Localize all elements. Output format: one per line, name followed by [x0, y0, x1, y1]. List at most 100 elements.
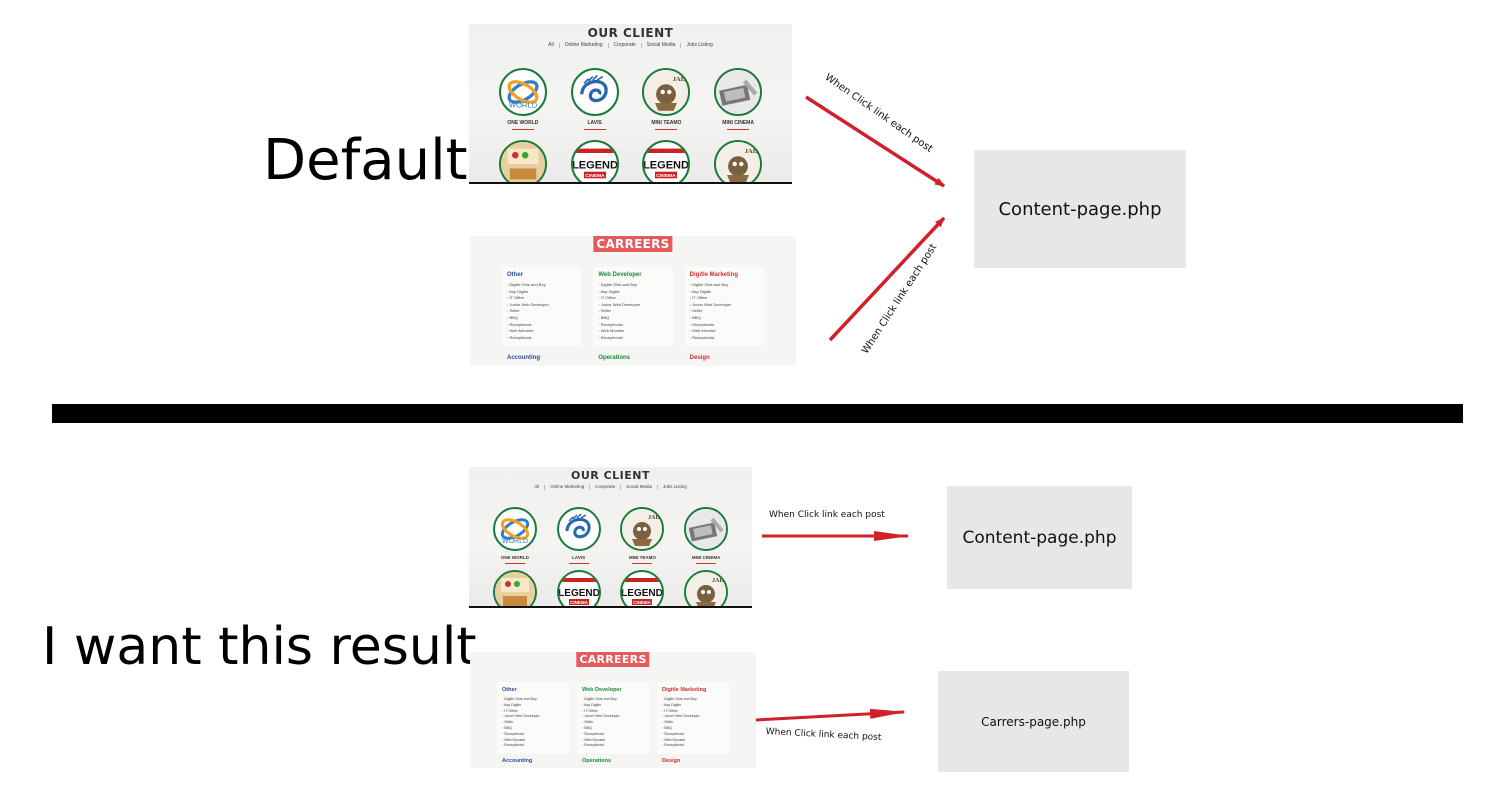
careers-post-link[interactable]: Asp Digitle [582, 703, 644, 709]
client-filter-link[interactable]: Social Media [620, 484, 657, 490]
careers-post-link[interactable]: BBQ [662, 726, 724, 732]
careers-post-link[interactable]: Seller [582, 720, 644, 726]
careers-post-link[interactable]: Junior Web Developer [662, 714, 724, 720]
careers-post-link[interactable]: IT Office [502, 709, 564, 715]
careers-post-link[interactable]: Junior Web Developer [502, 714, 564, 720]
careers-column: OtherDigitle Girls and BoyAsp DigitleIT … [497, 682, 569, 755]
careers-post-link[interactable]: Receptionist [582, 732, 644, 738]
careers-post-link[interactable]: Digitle Girls and Boy [598, 282, 667, 289]
careers-post-link[interactable]: Web Monster [582, 738, 644, 744]
careers-post-link[interactable]: Web Monster [598, 328, 667, 335]
careers-post-link[interactable]: Receptionist [690, 322, 759, 329]
careers-post-link[interactable]: IT Office [507, 295, 576, 302]
careers-post-link[interactable]: Digitle Girls and Boy [662, 697, 724, 703]
svg-text:CINEMA: CINEMA [657, 173, 677, 179]
client-post-link[interactable]: JAIKO [674, 570, 738, 606]
careers-post-link[interactable]: Receptionist [690, 335, 759, 342]
careers-post-link[interactable]: Receptionist [598, 322, 667, 329]
careers-post-link[interactable]: Web Monster [507, 328, 576, 335]
careers-post-link[interactable]: Receptionist [502, 732, 564, 738]
careers-post-link[interactable]: Receptionist [507, 335, 576, 342]
careers-post-link[interactable]: Receptionist [598, 335, 667, 342]
client-filter-link[interactable]: Online Marketing [558, 43, 608, 48]
client-filter-link[interactable]: Corporate [607, 43, 641, 48]
careers-column-heading: Digitle Marketing [689, 272, 738, 278]
jaiko-logo-icon: JAIKO [684, 570, 729, 606]
svg-text:WORLD: WORLD [509, 100, 538, 109]
careers-post-link[interactable]: BBQ [507, 315, 576, 322]
svg-text:JAIKO: JAIKO [712, 578, 726, 584]
careers-post-link[interactable]: Seller [502, 720, 564, 726]
svg-text:LEGEND: LEGEND [644, 159, 688, 171]
client-filter-link[interactable]: Social Media [640, 43, 681, 48]
careers-post-link[interactable]: Receptionist [582, 743, 644, 749]
careers-post-link[interactable]: BBQ [582, 726, 644, 732]
client-underline [655, 129, 678, 130]
arrow-careers-to-careers-result [755, 708, 906, 722]
careers-post-link[interactable]: Asp Digitle [502, 703, 564, 709]
careers-post-link[interactable]: Seller [598, 308, 667, 315]
client-post-link[interactable]: LAVIS [559, 68, 631, 130]
careers-post-link[interactable]: Receptionist [662, 732, 724, 738]
careers-post-link[interactable]: Junior Web Developer [690, 302, 759, 309]
client-filter-link[interactable]: Online Marketing [544, 484, 589, 490]
careers-post-link[interactable]: Web Monster [502, 738, 564, 744]
client-post-link[interactable]: MINI CINEMA [674, 507, 738, 564]
client-filter-link[interactable]: All [534, 484, 540, 489]
client-post-link[interactable]: WORLD ONE WORLD [483, 507, 547, 564]
client-post-link[interactable]: LAVIS [547, 507, 611, 564]
careers-post-link[interactable]: Receptionist [502, 743, 564, 749]
careers-post-link[interactable]: Seller [507, 308, 576, 315]
client-filter-link[interactable]: Jobs Listing [680, 43, 717, 48]
client-filter-link[interactable]: Corporate [589, 484, 620, 490]
careers-post-link[interactable]: Digitle Girls and Boy [690, 282, 759, 289]
careers-post-link[interactable]: Digitle Girls and Boy [582, 697, 644, 703]
client-post-link[interactable]: MINI CINEMA [702, 68, 774, 130]
client-post-link[interactable]: WORLD ONE WORLD [487, 68, 559, 130]
careers-post-link[interactable]: Junior Web Developer [598, 302, 667, 309]
careers-post-link[interactable]: Receptionist [662, 743, 724, 749]
careers-post-link[interactable]: IT Office [662, 709, 724, 715]
careers-post-link[interactable]: BBQ [502, 726, 564, 732]
careers-post-link[interactable]: Seller [662, 720, 724, 726]
careers-post-link[interactable]: Asp Digitle [690, 289, 759, 296]
careers-post-link[interactable]: Receptionist [507, 322, 576, 329]
lavis-logo-icon [570, 68, 619, 116]
client-post-link[interactable] [483, 570, 547, 606]
careers-post-link[interactable]: Digitle Girls and Boy [507, 282, 576, 289]
careers-column-heading: Web Developer [598, 272, 642, 278]
careers-post-link[interactable]: Asp Digitle [598, 289, 667, 296]
careers-post-link[interactable]: IT Office [598, 295, 667, 302]
client-filter-link[interactable]: All [548, 42, 554, 48]
client-post-link[interactable] [487, 140, 559, 182]
client-filter-link[interactable]: Jobs Listing [657, 484, 692, 490]
careers-post-link[interactable]: Web Monster [662, 738, 724, 744]
careers-post-link[interactable]: Digitle Girls and Boy [502, 697, 564, 703]
careers-post-link[interactable]: IT Office [582, 709, 644, 715]
careers-post-link[interactable]: IT Office [690, 295, 759, 302]
careers-post-link[interactable]: BBQ [598, 315, 667, 322]
careers-post-link[interactable]: Asp Digitle [507, 289, 576, 296]
client-post-link[interactable]: JAIKO [702, 140, 774, 182]
careers-post-link[interactable]: BBQ [690, 315, 759, 322]
careers-post-link[interactable]: Junior Web Developer [507, 302, 576, 309]
client-post-link[interactable]: LEGEND CINEMA [631, 140, 703, 182]
careers-post-link[interactable]: Seller [690, 308, 759, 315]
client-post-link[interactable]: JAIKO MINI TEAMO [631, 68, 703, 130]
careers-post-link[interactable]: Junior Web Developer [582, 714, 644, 720]
svg-text:CINEMA: CINEMA [570, 600, 588, 605]
client-post-link[interactable]: JAIKO MINI TEAMO [611, 507, 675, 564]
careers-post-link[interactable]: Asp Digitle [662, 703, 724, 709]
careers-post-link[interactable]: Web Monster [690, 328, 759, 335]
careers-column-heading: Other [507, 272, 524, 278]
one-world-logo-icon: WORLD [498, 68, 547, 116]
client-grid: WORLD ONE WORLD LAVIS JAIKO MINI TEAMO M… [483, 507, 738, 606]
